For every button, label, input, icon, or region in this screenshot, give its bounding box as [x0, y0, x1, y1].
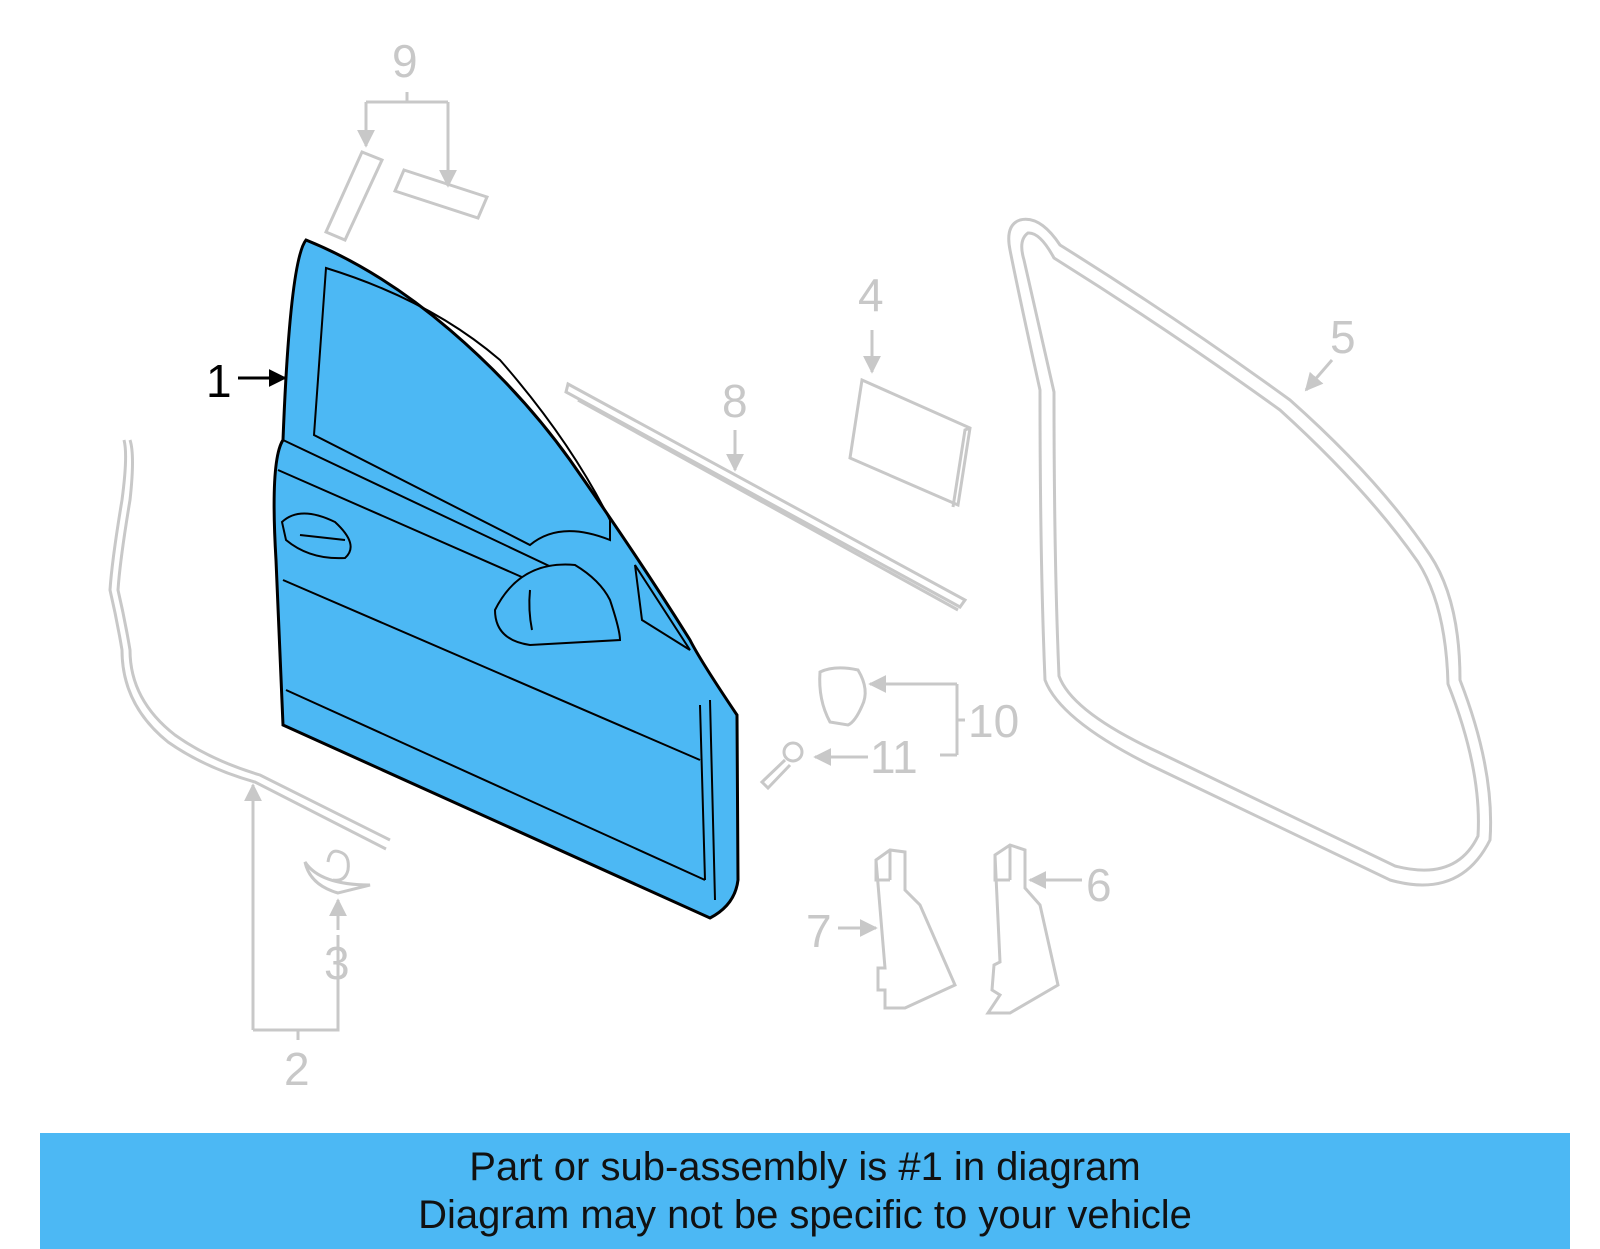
banner-line-2: Diagram may not be specific to your vehi…	[418, 1193, 1192, 1237]
part-6-bracket[interactable]	[985, 843, 1082, 1015]
part-4-pad[interactable]	[848, 330, 972, 508]
banner-line-1: Part or sub-assembly is #1 in diagram	[469, 1145, 1141, 1189]
callout-6: 6	[1086, 859, 1112, 911]
callout-5: 5	[1330, 311, 1356, 363]
part-1-front-door[interactable]	[272, 238, 740, 920]
callout-7: 7	[806, 905, 832, 957]
callout-1: 1	[206, 355, 232, 407]
info-banner: Part or sub-assembly is #1 in diagram Di…	[40, 1133, 1570, 1249]
part-11-screw[interactable]	[759, 741, 804, 791]
callout-11: 11	[870, 731, 918, 783]
callout-4: 4	[858, 269, 884, 321]
callout-3: 3	[324, 937, 350, 989]
part-7-bracket[interactable]	[838, 848, 957, 1010]
part-10-bumper[interactable]	[818, 666, 965, 757]
part-9-trim-pieces[interactable]	[324, 92, 490, 242]
callout-8: 8	[722, 375, 748, 427]
callout-9: 9	[392, 35, 418, 87]
part-5-door-seal[interactable]	[1007, 217, 1493, 887]
part-8-belt-molding[interactable]	[564, 381, 968, 612]
part-3-clip[interactable]	[303, 849, 371, 930]
callout-10: 10	[968, 695, 1020, 747]
callout-2: 2	[284, 1043, 310, 1095]
